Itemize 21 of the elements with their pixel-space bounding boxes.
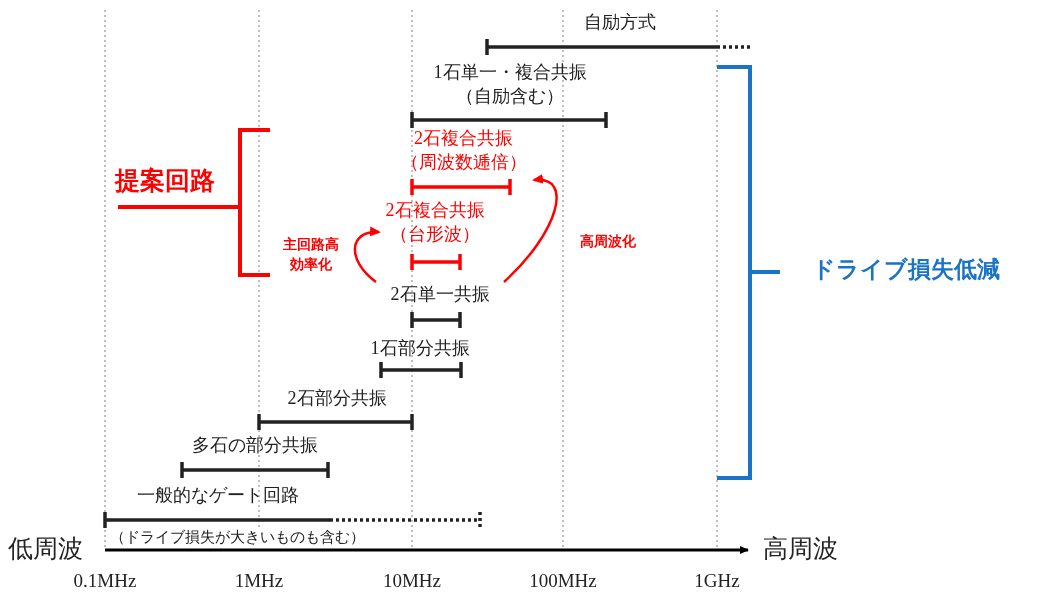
edge-label: 主回路高効率化 bbox=[280, 234, 342, 274]
range-label: 2石単一共振 bbox=[389, 283, 491, 306]
group-label: ドライブ損失低減 bbox=[812, 256, 1000, 284]
tick-label: 1GHz bbox=[694, 570, 740, 593]
range-label: 2石部分共振 bbox=[286, 387, 388, 410]
range-label: 一般的なゲート回路 bbox=[136, 484, 300, 507]
curved-arrow bbox=[353, 227, 381, 283]
tick-label: 0.1MHz bbox=[73, 570, 137, 593]
axis-label: 低周波 bbox=[8, 534, 83, 564]
curved-arrow bbox=[503, 175, 558, 283]
tick-label: 1MHz bbox=[234, 570, 284, 593]
axis-label: 高周波 bbox=[763, 534, 838, 564]
tick-label: 10MHz bbox=[382, 570, 442, 593]
range-label: 2石複合共振（台形波） bbox=[384, 199, 486, 246]
range-label: 1石単一・複合共振（自励含む） bbox=[432, 61, 588, 108]
range-label: 1石部分共振 bbox=[369, 337, 471, 360]
range-label: 2石複合共振（周波数逓倍） bbox=[399, 127, 528, 174]
range-label: 自励方式 bbox=[582, 11, 657, 34]
group-label: 提案回路 bbox=[115, 166, 215, 196]
tick-label: 100MHz bbox=[529, 570, 597, 593]
range-label: 多石の部分共振 bbox=[191, 434, 319, 457]
